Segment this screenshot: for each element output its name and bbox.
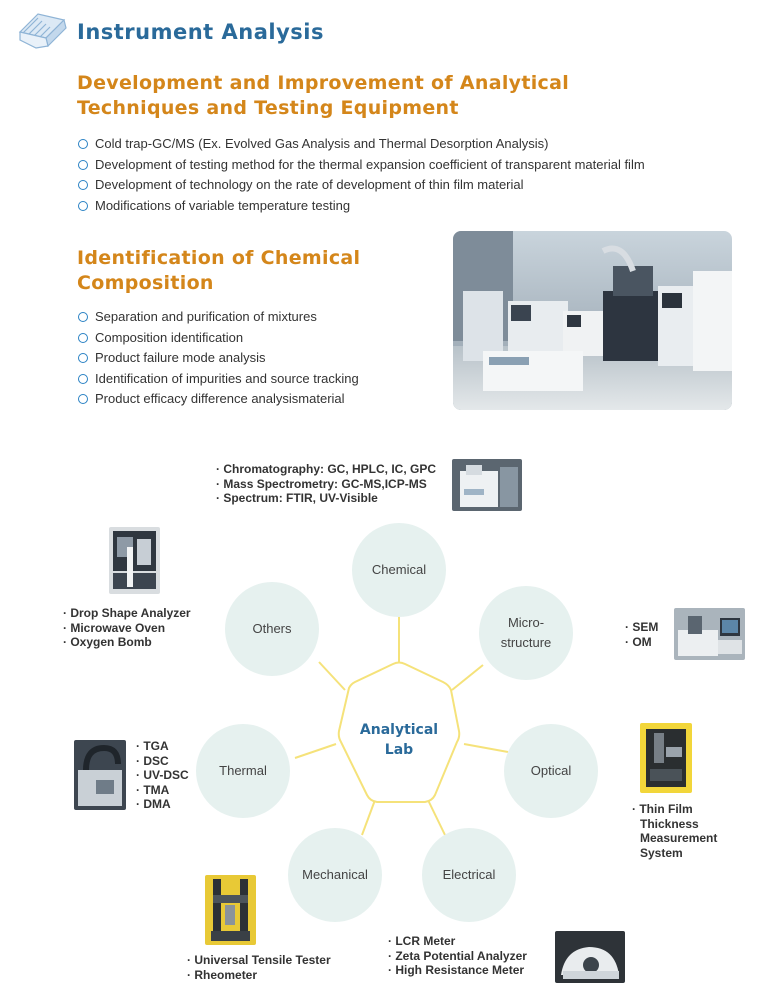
logo-icon (18, 13, 67, 49)
circle-bullet-icon (78, 200, 88, 211)
equipment-item: LCR Meter (388, 934, 527, 949)
equipment-optical: Thin Film Thickness Measurement System (632, 802, 717, 860)
electrical-equipment-photo (555, 931, 625, 983)
list-item: Separation and purification of mixtures (78, 307, 359, 328)
lab-photo (453, 231, 732, 410)
heading-line: Composition (77, 272, 214, 294)
list-item: Identification of impurities and source … (78, 369, 359, 390)
heading-line: Identification of Chemical (77, 247, 361, 269)
node-label: Others (252, 621, 292, 636)
list-item-text: Development of technology on the rate of… (95, 177, 524, 192)
equipment-thermal: TGA DSC UV-DSC TMA DMA (136, 739, 189, 812)
list-item-text: Cold trap-GC/MS (Ex. Evolved Gas Analysi… (95, 136, 549, 151)
equipment-item-cont: Thickness (640, 816, 699, 831)
equipment-item: Mass Spectrometry: GC-MS,ICP-MS (216, 477, 436, 492)
equipment-item: OM (625, 635, 658, 650)
list-item: Product efficacy difference analysismate… (78, 389, 359, 410)
node-label: Chemical (371, 562, 427, 577)
equipment-item: UV-DSC (136, 768, 188, 783)
center-label-line: Lab (384, 742, 414, 758)
equipment-item: TMA (136, 783, 189, 798)
list-item-text: Identification of impurities and source … (95, 370, 359, 386)
circle-bullet-icon (78, 353, 88, 363)
equipment-electrical: LCR Meter Zeta Potential Analyzer High R… (388, 934, 527, 978)
node-label: Micro- (507, 615, 545, 630)
microstructure-equipment-photo (674, 608, 745, 660)
list-item-text: Composition identification (95, 329, 244, 345)
optical-equipment-photo (640, 723, 692, 793)
node-thermal: Thermal (196, 724, 290, 818)
list-item: Product failure mode analysis (78, 348, 359, 369)
equipment-item: Chromatography: GC, HPLC, IC, GPC (216, 462, 436, 477)
equipment-item-cont: Measurement (640, 831, 718, 845)
list-item-text: Product failure mode analysis (95, 350, 266, 365)
node-optical: Optical (504, 724, 598, 818)
node-mechanical: Mechanical (288, 828, 382, 922)
node-chemical: Chemical (352, 523, 446, 617)
node-label: Optical (530, 763, 572, 778)
heading-line: Development and Improvement of Analytica… (77, 72, 570, 94)
equipment-chemical: Chromatography: GC, HPLC, IC, GPC Mass S… (216, 462, 436, 506)
equipment-item: Oxygen Bomb (63, 635, 191, 650)
equipment-item: Microwave Oven (63, 621, 191, 636)
circle-bullet-icon (78, 394, 88, 404)
circle-bullet-icon (78, 332, 88, 343)
equipment-item: Drop Shape Analyzer (63, 606, 190, 621)
equipment-item: Zeta Potential Analyzer (388, 949, 527, 964)
page-title: Instrument Analysis (77, 20, 324, 44)
equipment-item: Rheometer (187, 968, 331, 983)
equipment-item: SEM (625, 620, 658, 635)
development-list: Cold trap-GC/MS (Ex. Evolved Gas Analysi… (78, 134, 645, 216)
circle-bullet-icon (78, 312, 88, 322)
list-item: Composition identification (78, 328, 359, 349)
equipment-item: TGA (136, 739, 189, 754)
node-label: structure (500, 635, 552, 650)
circle-bullet-icon (78, 159, 88, 170)
heading-line: Techniques and Testing Equipment (77, 97, 459, 119)
node-label: Thermal (219, 763, 267, 778)
list-item-text: Development of testing method for the th… (95, 156, 645, 172)
chemical-equipment-photo (452, 459, 522, 511)
list-item-text: Modifications of variable temperature te… (95, 197, 351, 213)
list-item: Development of technology on the rate of… (78, 175, 645, 196)
identification-list: Separation and purification of mixtures … (78, 307, 359, 410)
list-item-text: Separation and purification of mixtures (95, 309, 317, 324)
section-heading-identification: Identification of Chemical Composition (77, 246, 360, 296)
section-heading-development: Development and Improvement of Analytica… (77, 71, 569, 121)
mechanical-equipment-photo (205, 875, 256, 945)
equipment-microstructure: SEM OM (625, 620, 658, 649)
equipment-item: Thin Film (632, 802, 717, 817)
equipment-mechanical: Universal Tensile Tester Rheometer (187, 953, 331, 983)
circle-bullet-icon (78, 180, 88, 190)
equipment-item-cont: System (640, 845, 683, 860)
equipment-item: DSC (136, 754, 189, 769)
list-item: Cold trap-GC/MS (Ex. Evolved Gas Analysi… (78, 134, 645, 155)
node-label: Mechanical (302, 867, 368, 882)
circle-bullet-icon (78, 373, 88, 384)
equipment-item: DMA (136, 797, 189, 812)
list-item: Development of testing method for the th… (78, 155, 645, 176)
equipment-others: Drop Shape Analyzer Microwave Oven Oxyge… (63, 606, 191, 650)
node-label: Electrical (442, 867, 496, 882)
list-item-text: Product efficacy difference analysismate… (95, 391, 345, 406)
thermal-equipment-photo (74, 740, 126, 810)
node-others: Others (225, 582, 319, 676)
circle-bullet-icon (78, 139, 88, 149)
list-item: Modifications of variable temperature te… (78, 196, 645, 217)
node-microstructure: Micro-structure (479, 586, 573, 680)
center-label-line: Analytical (359, 722, 439, 738)
equipment-item: High Resistance Meter (388, 963, 527, 978)
others-equipment-photo (109, 527, 160, 594)
center-label: Analytical Lab (340, 720, 458, 760)
node-electrical: Electrical (422, 828, 516, 922)
equipment-item: Universal Tensile Tester (187, 953, 330, 968)
equipment-item: Spectrum: FTIR, UV-Visible (216, 491, 436, 506)
